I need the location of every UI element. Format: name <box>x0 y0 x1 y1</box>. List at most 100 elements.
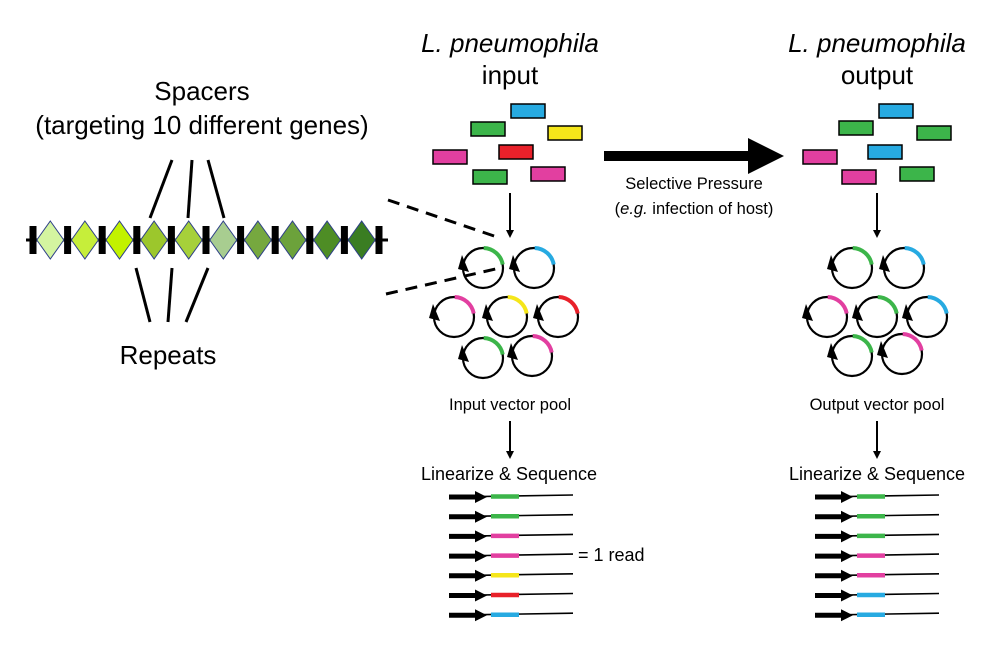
repeat <box>167 226 175 254</box>
plasmid-spacer <box>827 295 849 314</box>
selection-example-rest: infection of host) <box>648 200 774 218</box>
repeat <box>133 226 141 254</box>
plasmid <box>902 295 949 339</box>
plasmid-spacer <box>558 295 580 314</box>
repeat-pointer-lines <box>134 267 210 323</box>
plasmid-promoter-arrow <box>458 255 469 272</box>
spacers-label: Spacers <box>154 76 249 106</box>
plasmid-spacer <box>483 336 505 355</box>
crispr-array <box>29 220 383 260</box>
spacer <box>347 220 376 260</box>
plasmid <box>507 334 554 378</box>
spacer <box>105 220 134 260</box>
input-plasmid-pool <box>429 246 580 380</box>
read-arrowhead <box>841 550 853 563</box>
plasmid-promoter-arrow <box>533 304 544 321</box>
input-pool-label: Input vector pool <box>449 396 571 414</box>
output-title-species: L. pneumophila <box>788 28 966 58</box>
plasmid-promoter-arrow <box>877 341 888 358</box>
plasmid <box>429 295 476 339</box>
plasmid-promoter-arrow <box>429 304 440 321</box>
input-title-word: input <box>482 60 539 90</box>
plasmid-promoter-arrow <box>509 255 520 272</box>
sequence-read <box>814 530 940 543</box>
plasmid <box>458 246 505 290</box>
read-arrowhead <box>475 491 487 503</box>
read-arrowhead <box>841 510 853 523</box>
output-title-word: output <box>841 60 914 90</box>
selection-label: Selective Pressure <box>625 175 763 193</box>
selection-arrow-group: Selective Pressure (e.g. infection of ho… <box>604 138 784 218</box>
sequence-read <box>448 530 574 543</box>
plasmid-spacer <box>877 295 899 314</box>
read-legend: = 1 read <box>578 545 645 565</box>
output-reads <box>814 491 940 622</box>
plasmid-promoter-arrow <box>879 255 890 272</box>
spacer <box>278 220 307 260</box>
spacer <box>209 220 238 260</box>
plasmid <box>852 295 899 339</box>
read-arrowhead <box>841 589 853 602</box>
sequence-read <box>814 569 940 582</box>
bacterium-green <box>470 121 506 137</box>
spacer <box>243 220 273 260</box>
spacers-sublabel: (targeting 10 different genes) <box>35 110 368 140</box>
output-sequence-label: Linearize & Sequence <box>789 464 965 484</box>
plasmid-spacer <box>927 295 949 314</box>
selection-arrow-head <box>748 138 784 174</box>
plasmid <box>802 295 849 339</box>
spacer-pointer-lines <box>148 159 226 219</box>
bacterium-blue <box>878 103 914 119</box>
sequence-read <box>814 609 940 622</box>
bacterium-green <box>472 169 508 185</box>
read-arrowhead <box>475 510 487 523</box>
repeat <box>98 226 106 254</box>
output-column: L. pneumophila output Output vector pool… <box>788 28 966 622</box>
plasmid <box>827 334 874 378</box>
plasmid-spacer <box>904 246 926 265</box>
spacer <box>70 220 100 260</box>
input-title-species: L. pneumophila <box>421 28 599 58</box>
plasmid-spacer <box>902 332 924 351</box>
plasmid-promoter-arrow <box>852 304 863 321</box>
input-reads <box>448 491 574 622</box>
plasmid-promoter-arrow <box>902 304 913 321</box>
input-sequence-label: Linearize & Sequence <box>421 464 597 484</box>
plasmid-promoter-arrow <box>507 343 518 360</box>
repeat <box>306 226 314 254</box>
selection-example: (e.g. infection of host) <box>615 200 774 218</box>
sequence-read <box>448 569 574 582</box>
read-arrowhead <box>475 530 487 543</box>
sequence-read <box>448 609 574 622</box>
sequence-read <box>448 510 574 523</box>
input-column: L. pneumophila input Input vector pool L… <box>421 28 645 622</box>
repeat <box>271 226 279 254</box>
plasmid-promoter-arrow <box>827 343 838 360</box>
repeat <box>202 226 210 254</box>
sequence-read <box>448 491 574 503</box>
repeat <box>64 226 72 254</box>
plasmid-spacer <box>507 295 529 314</box>
plasmid-spacer <box>534 246 556 265</box>
bacterium-magenta <box>530 166 566 182</box>
sequence-read <box>448 550 574 563</box>
selection-example-abbrev: e.g. <box>620 200 648 218</box>
plasmid <box>482 295 529 339</box>
bacterium-green <box>916 125 952 141</box>
read-arrowhead <box>475 609 487 622</box>
read-arrowhead <box>841 530 853 543</box>
repeat <box>340 226 348 254</box>
sequence-read <box>814 589 940 602</box>
input-bacteria-cluster <box>432 103 583 185</box>
plasmid-promoter-arrow <box>802 304 813 321</box>
sequence-read <box>814 510 940 523</box>
bacterium-blue <box>510 103 546 119</box>
plasmid-spacer <box>852 334 874 353</box>
sequence-read <box>814 491 940 503</box>
plasmid <box>879 246 926 290</box>
repeat <box>29 226 37 254</box>
repeat <box>375 226 383 254</box>
spacer <box>36 220 65 260</box>
bacterium-magenta <box>432 149 468 165</box>
output-bacteria-cluster <box>802 103 952 185</box>
